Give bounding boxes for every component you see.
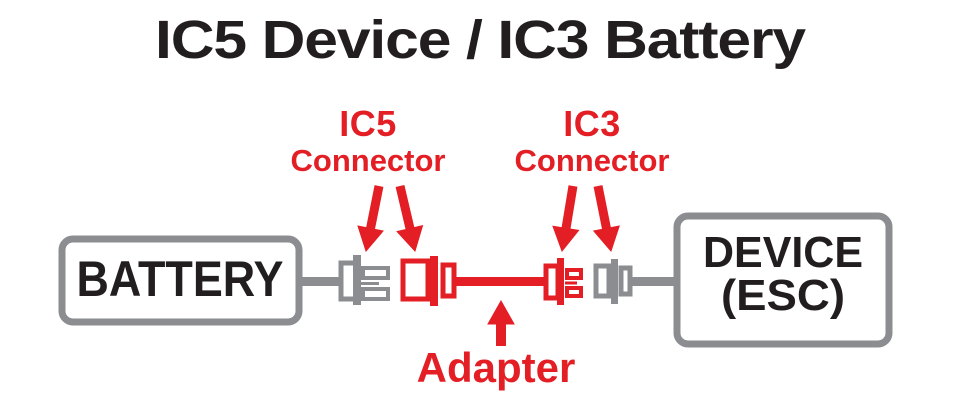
device-wire	[632, 277, 678, 286]
diagram-title: IC5 Device / IC3 Battery	[155, 10, 806, 70]
ic5-callout-heading: IC5	[339, 103, 397, 144]
ic3-male-connector-red	[543, 258, 583, 305]
battery-wire	[299, 277, 341, 286]
ic5-callout-subheading: Connector	[291, 143, 446, 178]
ic5-down-arrow-right-icon	[395, 184, 424, 252]
ic5-female-connector-red	[400, 256, 457, 306]
ic3-down-arrow-right-icon	[592, 185, 620, 252]
adapter-wire	[456, 277, 544, 286]
ic5-male-connector-gray	[338, 255, 390, 305]
ic3-callout-heading: IC3	[563, 103, 621, 144]
adapter-up-arrow-icon	[487, 299, 515, 346]
ic3-down-arrow-left-icon	[552, 185, 580, 253]
device-label-line2: (ESC)	[721, 271, 845, 320]
device-label-line1: DEVICE	[703, 228, 863, 277]
ic3-female-connector-gray	[593, 259, 633, 304]
battery-label: BATTERY	[77, 251, 284, 307]
ic5-down-arrow-left-icon	[357, 185, 384, 253]
ic3-callout-subheading: Connector	[515, 143, 670, 178]
adapter-label: Adapter	[417, 344, 576, 391]
